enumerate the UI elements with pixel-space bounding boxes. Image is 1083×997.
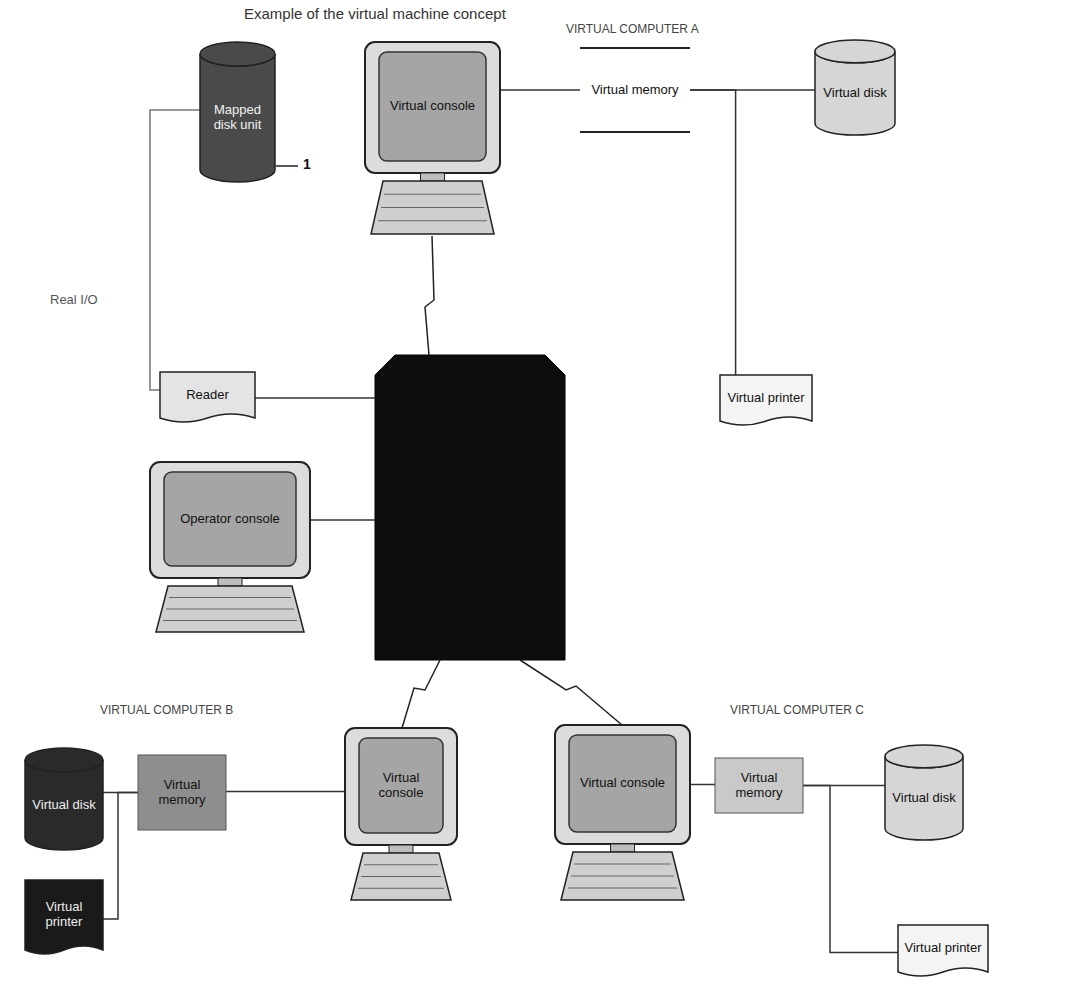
node-text: Reader [186, 388, 229, 403]
diagram-title: Example of the virtual machine concept [244, 5, 506, 22]
printer-page: Virtual printer [898, 925, 988, 980]
node-text: Virtual console [580, 776, 665, 791]
node-text: Mapped disk unit [205, 103, 270, 133]
connector-line [226, 791, 345, 793]
node-text: Virtual printer [29, 900, 99, 930]
console-terminal: Virtual console [555, 725, 690, 900]
memory-block: Virtual memory [138, 755, 226, 830]
group-label: VIRTUAL COMPUTER A [566, 22, 699, 36]
node-text: Virtual console [363, 771, 439, 801]
real-io-bracket [150, 110, 200, 390]
group-label: Real I/O [50, 292, 98, 307]
callout-number: 1 [303, 156, 311, 172]
node-text: Virtual memory [591, 83, 678, 98]
printer-page: Virtual printer [25, 880, 103, 958]
node-text: Operator console [180, 512, 280, 527]
node-text: Virtual disk [32, 798, 95, 813]
node-text: Virtual printer [904, 941, 981, 956]
disk-cylinder: Virtual disk [815, 40, 895, 135]
node-text: Virtual memory [143, 778, 221, 808]
node-text: Virtual console [390, 99, 475, 114]
console-terminal-outline [555, 725, 690, 900]
mainframe [375, 355, 565, 660]
terminal-link [402, 660, 440, 728]
console-terminal-outline [365, 42, 500, 234]
connector-line [500, 89, 580, 91]
connector-line [690, 90, 736, 375]
disk-cylinder: Virtual disk [885, 745, 963, 840]
console-terminal: Virtual console [365, 42, 500, 234]
group-label: VIRTUAL COMPUTER B [100, 703, 233, 717]
console-terminal-outline [150, 462, 310, 632]
node-text: Virtual printer [727, 391, 804, 406]
connector-line [690, 784, 715, 786]
console-terminal-outline [345, 728, 457, 900]
memory-block: Virtual memory [715, 758, 803, 813]
console-terminal: Operator console [150, 462, 310, 632]
node-text: Virtual memory [720, 771, 798, 801]
console-terminal: Virtual console [345, 728, 457, 900]
disk-cylinder: Virtual disk [25, 748, 103, 850]
node-text: Virtual disk [823, 86, 886, 101]
terminal-link [520, 660, 622, 725]
disk-cylinder: Mapped disk unit [200, 42, 275, 182]
printer-page: Virtual printer [720, 375, 812, 429]
memory-block: Virtual memory [580, 48, 690, 132]
operator-wire [310, 519, 375, 521]
group-label: VIRTUAL COMPUTER C [730, 703, 864, 717]
connector-line [103, 793, 138, 920]
connector-line [803, 786, 898, 953]
reader-wire [255, 397, 375, 399]
node-text: Virtual disk [892, 791, 955, 806]
terminal-link [425, 236, 434, 355]
leader-line [276, 165, 298, 167]
reader-card: Reader [160, 372, 255, 426]
